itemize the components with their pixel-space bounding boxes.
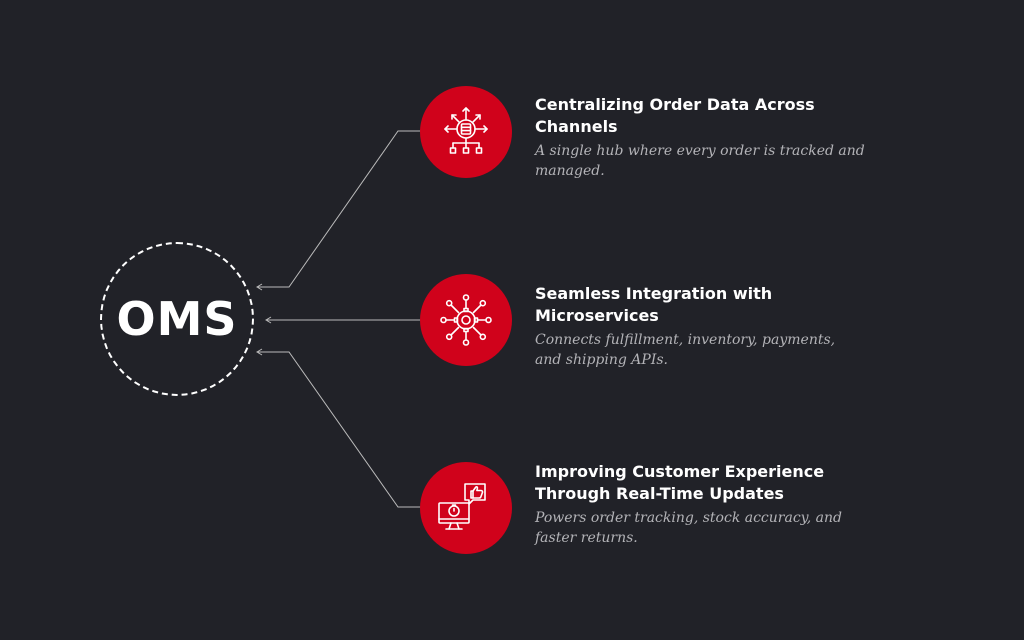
connector-line-bottom <box>258 351 421 508</box>
node-2-text: Seamless Integration with Microservices … <box>535 283 885 370</box>
connector-arrow-bottom <box>256 348 263 356</box>
monitor-thumbs-up-icon <box>438 483 486 530</box>
node-2-title: Seamless Integration with Microservices <box>535 284 773 325</box>
hub-label: OMS <box>116 292 238 346</box>
node-3-text: Improving Customer Experience Through Re… <box>535 461 885 548</box>
node-1-title: Centralizing Order Data Across Channels <box>535 95 815 136</box>
connector-line-top <box>258 130 421 288</box>
oms-hub-circle: OMS <box>100 242 254 396</box>
connector-arrow-middle <box>265 316 272 324</box>
node-1-icon-badge <box>420 86 512 178</box>
node-2-description: Connects fulfillment, inventory, payment… <box>535 332 836 368</box>
hub-network-icon <box>444 107 488 154</box>
node-1-description: A single hub where every order is tracke… <box>535 143 865 179</box>
connector-arrow-top <box>256 283 263 291</box>
gear-network-icon <box>440 294 492 346</box>
node-1-text: Centralizing Order Data Across Channels … <box>535 94 885 181</box>
node-3-title: Improving Customer Experience Through Re… <box>535 462 825 503</box>
node-3-description: Powers order tracking, stock accuracy, a… <box>535 510 842 546</box>
node-3-icon-badge <box>420 462 512 554</box>
node-2-icon-badge <box>420 274 512 366</box>
